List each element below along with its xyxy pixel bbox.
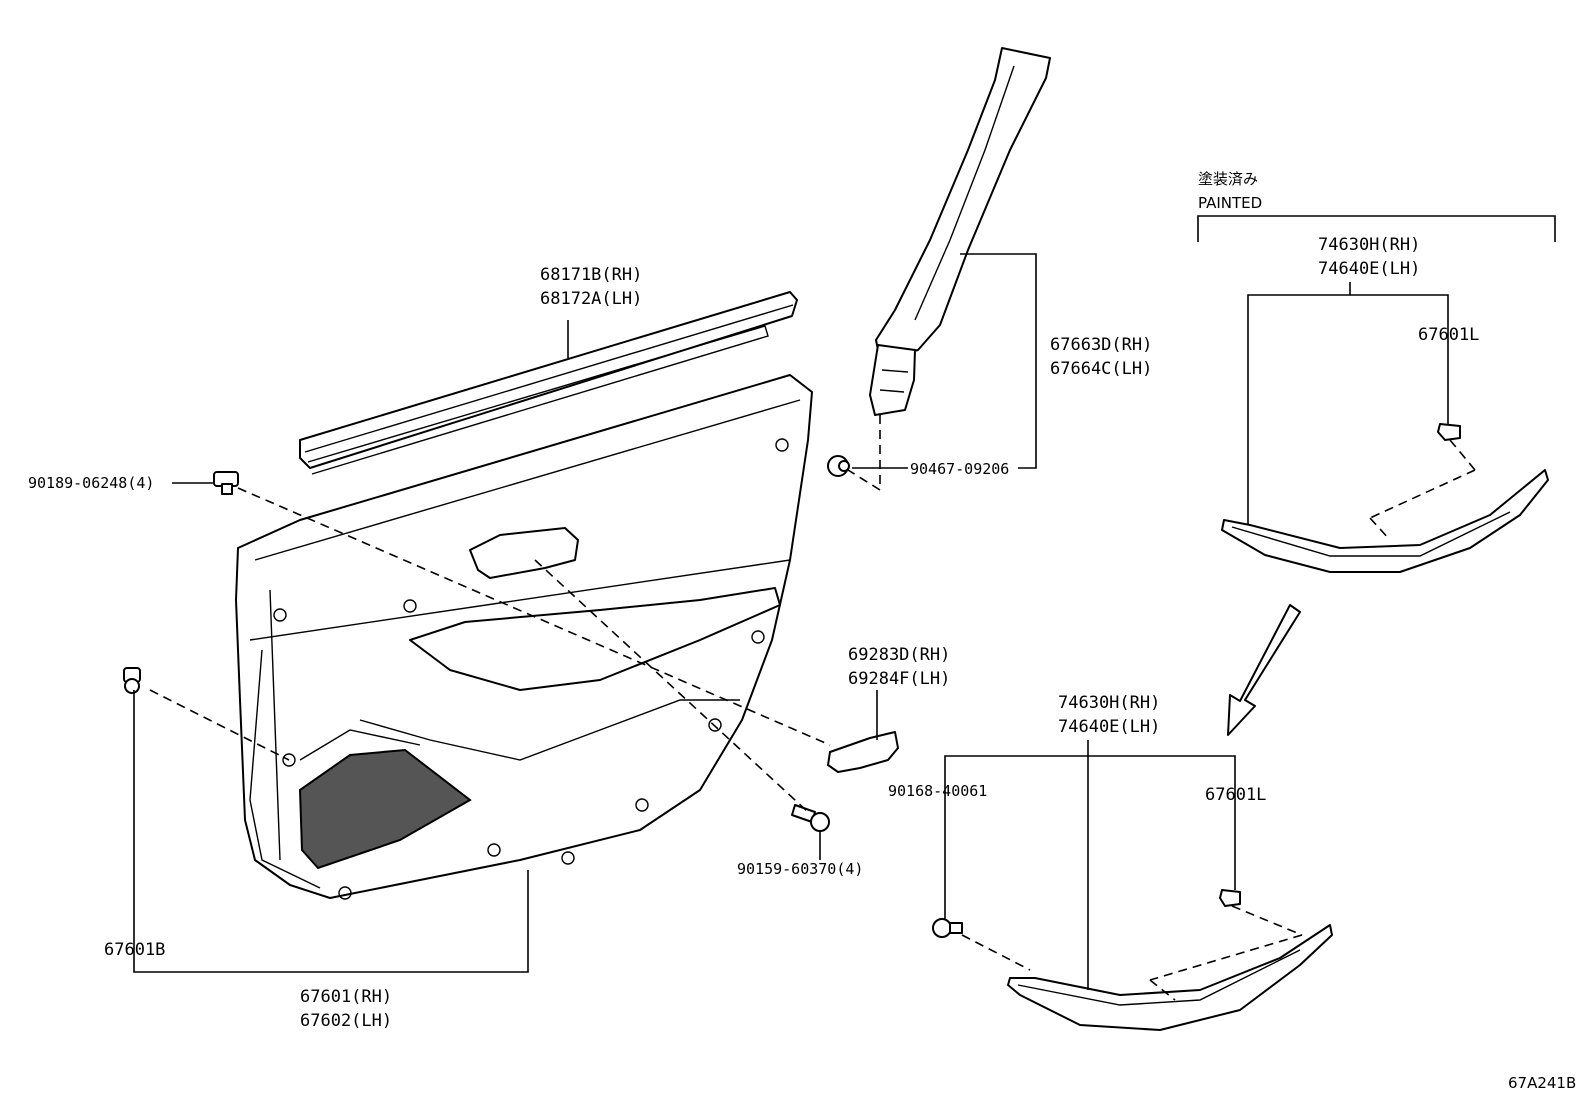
ornament-screw-icon bbox=[932, 918, 963, 938]
direction-arrow-icon bbox=[1227, 604, 1301, 736]
ornament-painted-lh-label: 74640E(LH) bbox=[1318, 259, 1420, 279]
painted-note-jp: 塗装済み bbox=[1198, 170, 1258, 188]
ornament-painted-drawing bbox=[1221, 423, 1549, 573]
handle-cover-lh-label: 69284F(LH) bbox=[848, 669, 950, 689]
screw-icon bbox=[791, 804, 830, 832]
pillar-garnish-lh-label: 67664C(LH) bbox=[1050, 359, 1152, 379]
pillar-garnish-rh-label: 67663D(RH) bbox=[1050, 335, 1152, 355]
speaker-grille bbox=[298, 748, 472, 870]
ornament-painted-rh-label: 74630H(RH) bbox=[1318, 235, 1420, 255]
handle-cover-drawing bbox=[827, 731, 899, 773]
handle-cover-rh-label: 69283D(RH) bbox=[848, 645, 950, 665]
trim-clip-icon bbox=[213, 471, 239, 495]
ornament-clip-label: 67601L bbox=[1205, 785, 1266, 805]
pillar-clip-icon bbox=[827, 455, 850, 477]
weatherstrip-rh-label: 68171B(RH) bbox=[540, 265, 642, 285]
door-trim-board-lh-label: 67602(LH) bbox=[300, 1011, 392, 1031]
ornament-clip-painted-label: 67601L bbox=[1418, 325, 1479, 345]
trim-clip-label: 90189-06248(4) bbox=[28, 474, 154, 492]
ornament-rh-label: 74630H(RH) bbox=[1058, 693, 1160, 713]
board-clip-label: 67601B bbox=[104, 940, 165, 960]
painted-note-en: PAINTED bbox=[1198, 194, 1262, 212]
ornament-screw-label: 90168-40061 bbox=[888, 782, 987, 800]
pillar-garnish-drawing bbox=[869, 47, 1051, 416]
ornament-lh-label: 74640E(LH) bbox=[1058, 717, 1160, 737]
door-trim-board-rh-label: 67601(RH) bbox=[300, 987, 392, 1007]
pillar-clip-label: 90467-09206 bbox=[910, 460, 1009, 478]
door-trim-board-drawing bbox=[235, 374, 813, 900]
weatherstrip-lh-label: 68172A(LH) bbox=[540, 289, 642, 309]
weatherstrip-drawing bbox=[299, 291, 798, 475]
diagram-code: 67A241B bbox=[1508, 1074, 1576, 1092]
screw-label: 90159-60370(4) bbox=[737, 860, 863, 878]
board-clip-icon bbox=[123, 667, 141, 694]
ornament-drawing bbox=[1007, 889, 1333, 1031]
